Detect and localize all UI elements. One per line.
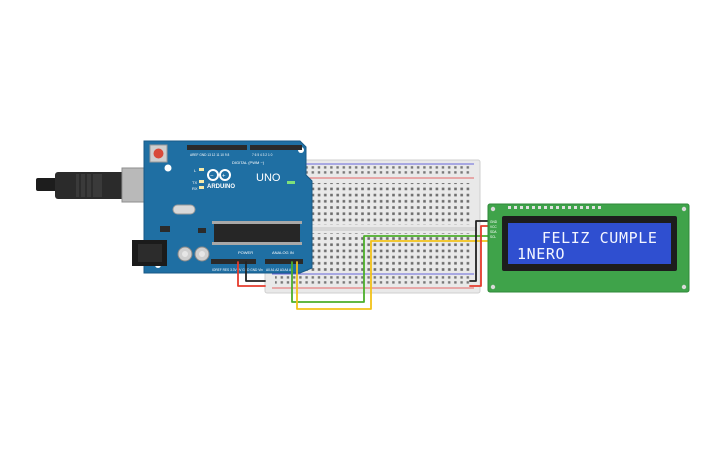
- power-led: [287, 181, 295, 184]
- svg-text:−: −: [210, 174, 214, 180]
- lcd-screen: [508, 223, 671, 264]
- digital-pin-numbers: AREF GND 13 12 11 10 9 8: [190, 153, 230, 157]
- analog-pin-names: A0 A1 A2 A3 A4 A5: [266, 268, 293, 272]
- infinity-logo-icon: − +: [207, 169, 231, 181]
- digital-label: DIGITAL (PWM ~): [232, 160, 265, 165]
- analog-label: ANALOG IN: [272, 250, 294, 255]
- usb-cable-icon: [36, 167, 163, 203]
- arduino-brand: ARDUINO: [207, 184, 235, 190]
- led-l-label: L: [194, 168, 197, 173]
- lcd-line-1: FELIZ CUMPLE: [513, 229, 657, 247]
- arduino-model: UNO: [256, 172, 281, 184]
- lcd-pin-scl: SCL: [490, 235, 496, 239]
- lcd-line-2: 1NERO: [517, 245, 565, 263]
- led-rx-label: RX: [192, 186, 198, 191]
- lcd-pin-sda: SDA: [490, 230, 497, 234]
- lcd-pin-gnd: GND: [490, 220, 498, 224]
- wires: [237, 220, 498, 310]
- led-tx-label: TX: [192, 180, 197, 185]
- wire-black-gnd: [245, 261, 266, 282]
- wire-black-lcd-gnd: [469, 220, 498, 282]
- wire-red-5v: [237, 261, 266, 287]
- wire-green-sda: [291, 235, 498, 303]
- arduino-uno-board: AREF GND 13 12 11 10 9 8 7 6 5 4 3 2 1 0…: [132, 140, 313, 274]
- lcd-pin-vcc: VCC: [490, 225, 497, 229]
- dc-jack-icon: [132, 240, 167, 266]
- wire-yellow-scl: [296, 240, 498, 310]
- lcd-module: GND VCC SDA SCL FELIZ CUMPLE 1NERO: [487, 203, 690, 293]
- digital-pin-numbers-2: 7 6 5 4 3 2 1 0: [252, 153, 273, 157]
- lcd-top-header: [508, 206, 601, 209]
- svg-text:+: +: [222, 174, 226, 180]
- reset-button-icon: [149, 144, 168, 163]
- power-label: POWER: [238, 250, 253, 255]
